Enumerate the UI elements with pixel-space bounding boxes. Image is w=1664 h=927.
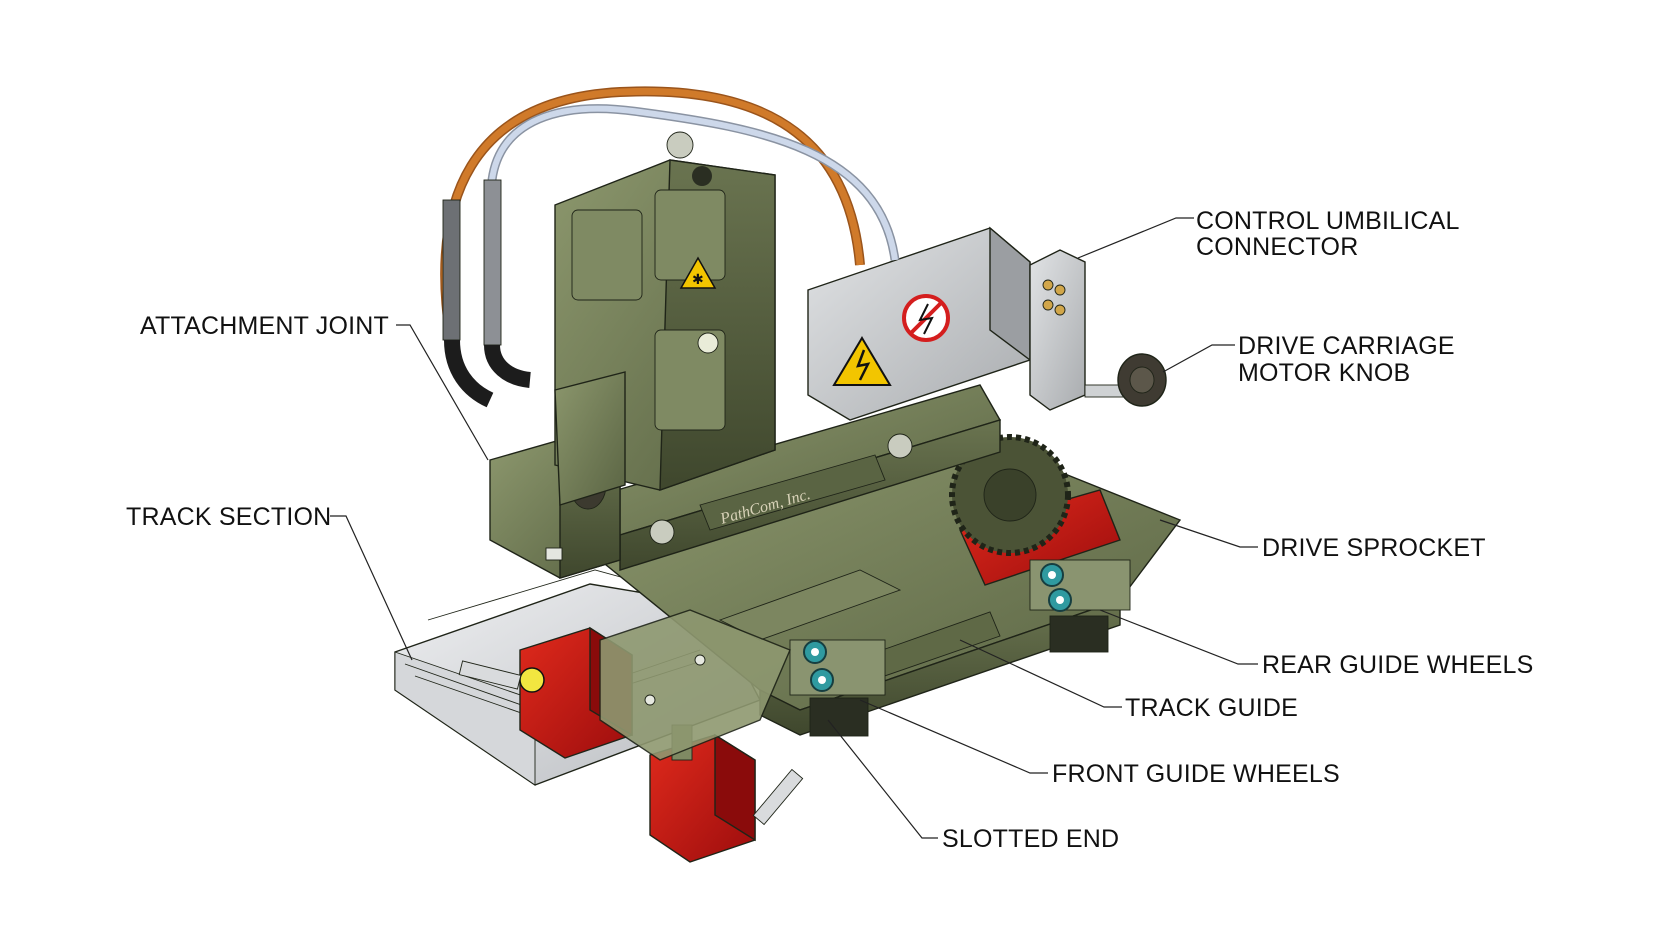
leader-control-umbilical-connector bbox=[1077, 217, 1194, 259]
label-control-umbilical-connector-line-1: CONTROL UMBILICAL bbox=[1196, 207, 1460, 235]
rear-guide-wheels bbox=[1029, 559, 1131, 612]
leader-front-guide-wheels bbox=[859, 699, 1048, 774]
label-control-umbilical-connector: CONTROL UMBILICAL CONNECTOR bbox=[1196, 207, 1466, 261]
label-drive-sprocket: DRIVE SPROCKET bbox=[1262, 534, 1486, 562]
drive-sprocket bbox=[949, 434, 1121, 586]
laser-warning-icon: ✱ bbox=[679, 256, 717, 289]
label-drive-carriage-motor-knob-line-1: DRIVE CARRIAGE bbox=[1238, 332, 1455, 360]
label-front-guide-wheels: FRONT GUIDE WHEELS bbox=[1052, 760, 1340, 788]
leader-rear-guide-wheels bbox=[1099, 609, 1258, 665]
leader-drive-sprocket bbox=[1159, 519, 1258, 548]
leader-attachment-joint bbox=[396, 324, 489, 461]
slotted-end-plate bbox=[599, 609, 791, 761]
leader-track-guide bbox=[959, 639, 1122, 708]
motor-housing bbox=[807, 226, 1031, 421]
label-control-umbilical-connector-line-2: CONNECTOR bbox=[1196, 233, 1358, 261]
label-attachment-joint: ATTACHMENT JOINT bbox=[140, 312, 389, 340]
front-guide-wheels bbox=[789, 639, 886, 696]
label-drive-carriage-motor-knob: DRIVE CARRIAGE MOTOR KNOB bbox=[1238, 332, 1462, 387]
label-track-section: TRACK SECTION bbox=[126, 503, 331, 531]
leader-slotted-end bbox=[827, 719, 938, 839]
front-rail: PathCom, Inc. bbox=[598, 384, 1002, 571]
label-drive-carriage-motor-knob-line-2: MOTOR KNOB bbox=[1238, 359, 1410, 387]
label-slotted-end: SLOTTED END bbox=[942, 825, 1119, 853]
control-umbilical-connector bbox=[1029, 249, 1086, 411]
no-electrical-tools-sign-icon bbox=[902, 294, 950, 342]
callout-labels: CONTROL UMBILICAL CONNECTOR DRIVE CARRIA… bbox=[126, 207, 1534, 853]
label-rear-guide-wheels: REAR GUIDE WHEELS bbox=[1262, 651, 1534, 679]
motor-knob bbox=[1084, 353, 1167, 407]
leader-track-section bbox=[330, 515, 413, 661]
electrical-hazard-warning-icon bbox=[832, 336, 892, 386]
cables bbox=[440, 86, 900, 408]
label-track-guide: TRACK GUIDE bbox=[1125, 694, 1298, 722]
svg-text:✱: ✱ bbox=[692, 272, 704, 288]
vertical-tower: ✱ bbox=[554, 131, 776, 506]
leader-drive-carriage-motor-knob bbox=[1162, 344, 1235, 373]
leader-lines bbox=[330, 217, 1258, 839]
